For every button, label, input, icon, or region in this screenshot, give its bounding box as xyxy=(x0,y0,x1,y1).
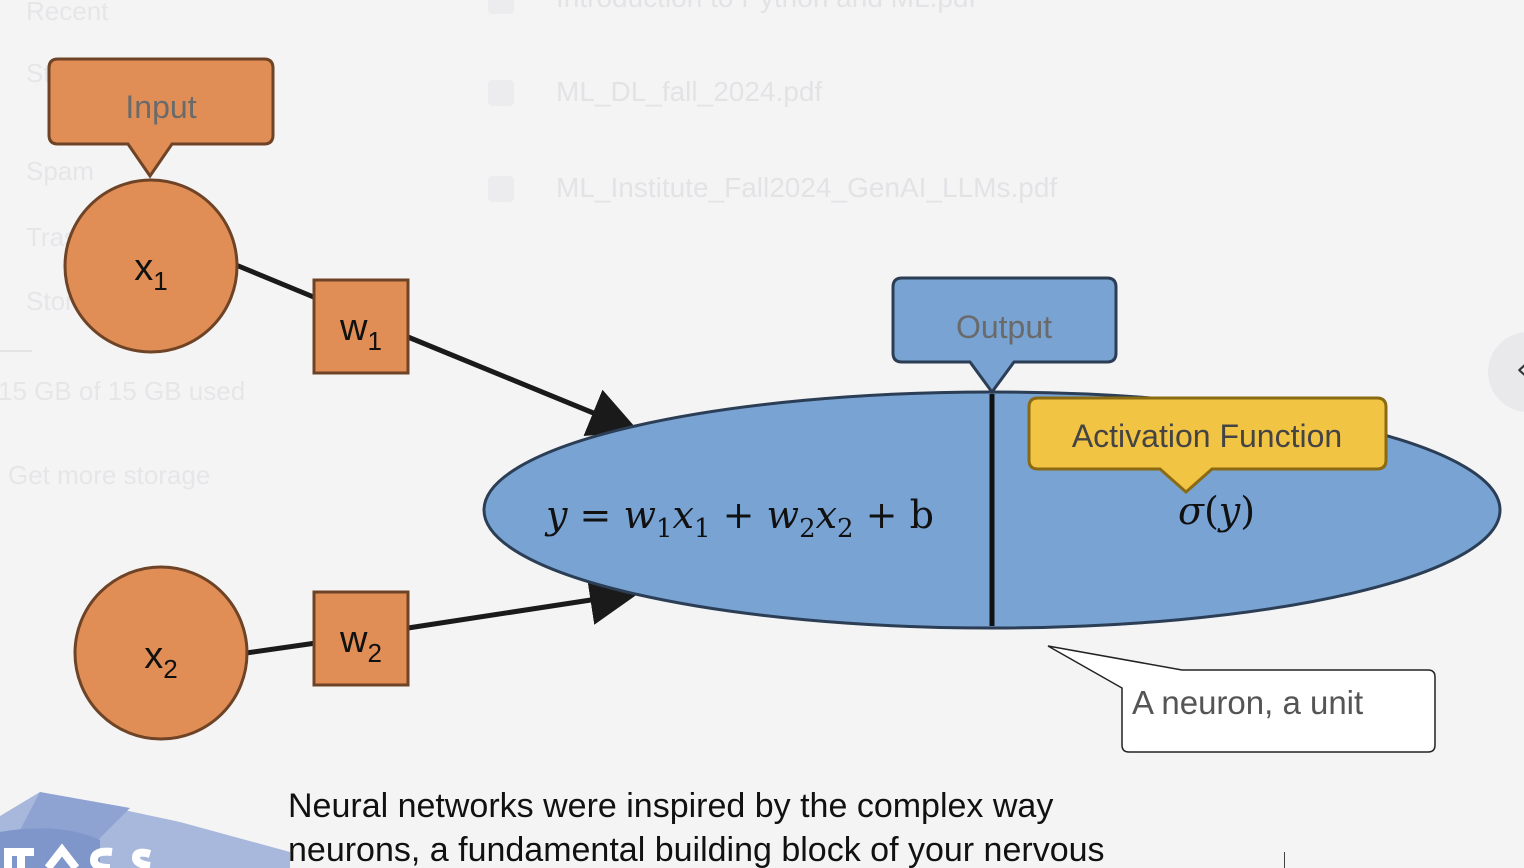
pdf-file-icon xyxy=(488,0,514,14)
slide-caption: Neural networks were inspired by the com… xyxy=(288,784,1288,868)
chevron-icon: ‹ xyxy=(1516,352,1524,387)
weighted-sum-equation: y = w1x1 + w2x2 + b xyxy=(544,493,934,544)
neuron-callout xyxy=(1047,645,1436,753)
caption-line: Neural networks were inspired by the com… xyxy=(288,787,1054,825)
sidebar-divider xyxy=(0,350,32,352)
input-node-x1 xyxy=(63,178,239,354)
input-node-x2 xyxy=(73,565,249,741)
input-to-weight-line xyxy=(235,262,317,301)
file-name[interactable]: ML_DL_fall_2024.pdf xyxy=(556,76,823,107)
pdf-file-icon xyxy=(488,176,514,202)
weight-box-w1 xyxy=(312,278,410,375)
weight-box-w2 xyxy=(312,590,410,687)
sidebar-item-spam[interactable]: Spam xyxy=(26,156,94,186)
neuron-callout-label: A neuron, a unit xyxy=(1132,684,1363,721)
activation-function-callout xyxy=(1027,396,1388,495)
input-to-weight-line xyxy=(245,640,317,656)
weight-label: w1 xyxy=(339,307,382,356)
weight-to-neuron-arrow xyxy=(407,575,640,631)
logo-graphic xyxy=(0,792,290,868)
input-node-label: x2 xyxy=(144,635,177,684)
input-node-label: x1 xyxy=(134,247,167,296)
get-more-storage-button[interactable]: Get more storage xyxy=(8,460,211,490)
storage-usage-text: 15 GB of 15 GB used xyxy=(0,376,246,406)
sidebar-item-recent[interactable]: Recent xyxy=(26,0,109,26)
pdf-file-icon xyxy=(488,80,514,106)
caption-line: neurons, a fundamental building block of… xyxy=(288,831,1105,868)
weight-to-neuron-arrow xyxy=(407,334,640,436)
output-callout-label: Output xyxy=(956,309,1052,345)
file-name[interactable]: Introduction to Python and ML.pdf xyxy=(556,0,976,14)
file-name[interactable]: ML_Institute_Fall2024_GenAI_LLMs.pdf xyxy=(556,172,1058,203)
activation-function-label: Activation Function xyxy=(1072,418,1342,454)
text-cursor xyxy=(1284,852,1285,868)
input-callout xyxy=(47,57,275,179)
activation-expression: σ(y) xyxy=(1178,489,1255,533)
output-callout xyxy=(891,276,1118,395)
input-callout-label: Input xyxy=(125,89,196,125)
weight-label: w2 xyxy=(339,619,382,668)
